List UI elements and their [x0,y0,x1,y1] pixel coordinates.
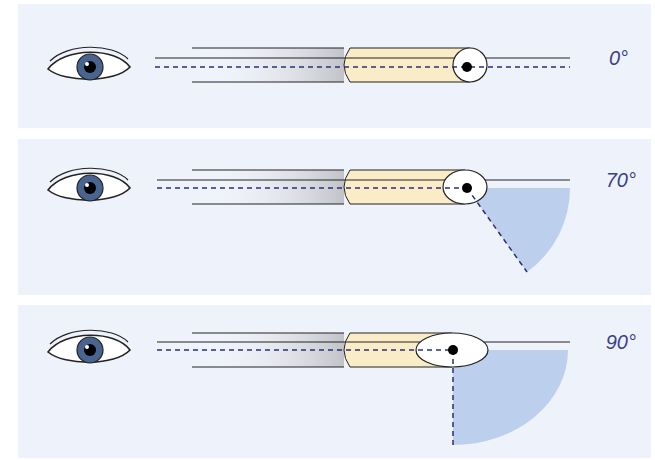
angle-label: 90° [606,330,636,354]
angle-label: 0° [609,46,628,70]
panel [18,139,651,295]
scope-0 [48,47,570,82]
panel [18,305,651,458]
angle-label: 70° [606,168,636,192]
scope-90 [48,330,570,445]
scope-70 [48,168,570,272]
panel [18,4,651,128]
